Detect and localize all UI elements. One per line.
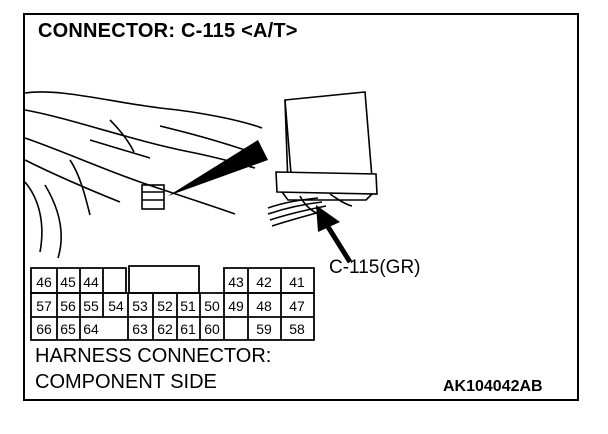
pin-42: 42 [256,274,272,290]
pin-48: 48 [256,298,272,314]
latch-notch [128,265,200,294]
pin-47: 47 [289,298,305,314]
pin-53: 53 [132,298,148,314]
pin-57: 57 [36,298,52,314]
pin-59: 59 [256,321,272,337]
pin-52: 52 [157,298,173,314]
leader-wedge [168,140,268,196]
pin-54: 54 [108,298,124,314]
pin-62: 62 [157,321,173,337]
diagram-frame [23,13,579,401]
figure-id: AK104042AB [443,378,543,395]
pin-50: 50 [204,298,220,314]
pin-51: 51 [180,298,196,314]
caption-line-1: HARNESS CONNECTOR: [35,345,272,367]
pin-61: 61 [180,321,196,337]
dash-top-edge [24,91,263,129]
dash-bottom-edge [24,159,121,203]
pin-46: 46 [36,274,52,290]
pin-66: 66 [36,321,52,337]
caption-line-2: COMPONENT SIDE [35,371,217,393]
pin-55: 55 [83,298,99,314]
page-title: CONNECTOR: C-115 <A/T> [38,20,298,42]
pointer-arrow [316,205,353,264]
pin-58: 58 [289,321,305,337]
pin-43: 43 [228,274,244,290]
ecu-module [267,91,378,227]
dash-connector-block [141,184,165,210]
pin-49: 49 [228,298,244,314]
pin-65: 65 [60,321,76,337]
dash-lower-edge [24,137,236,215]
pin-64: 64 [83,321,99,337]
pin-56: 56 [60,298,76,314]
connector-callout-label: C-115(GR) [329,257,421,278]
pin-63: 63 [132,321,148,337]
pin-block-body [30,292,315,341]
pin-41: 41 [289,274,305,290]
pin-45: 45 [60,274,76,290]
pin-60: 60 [204,321,220,337]
steering-column-edge [24,181,43,253]
pin-44: 44 [83,274,99,290]
